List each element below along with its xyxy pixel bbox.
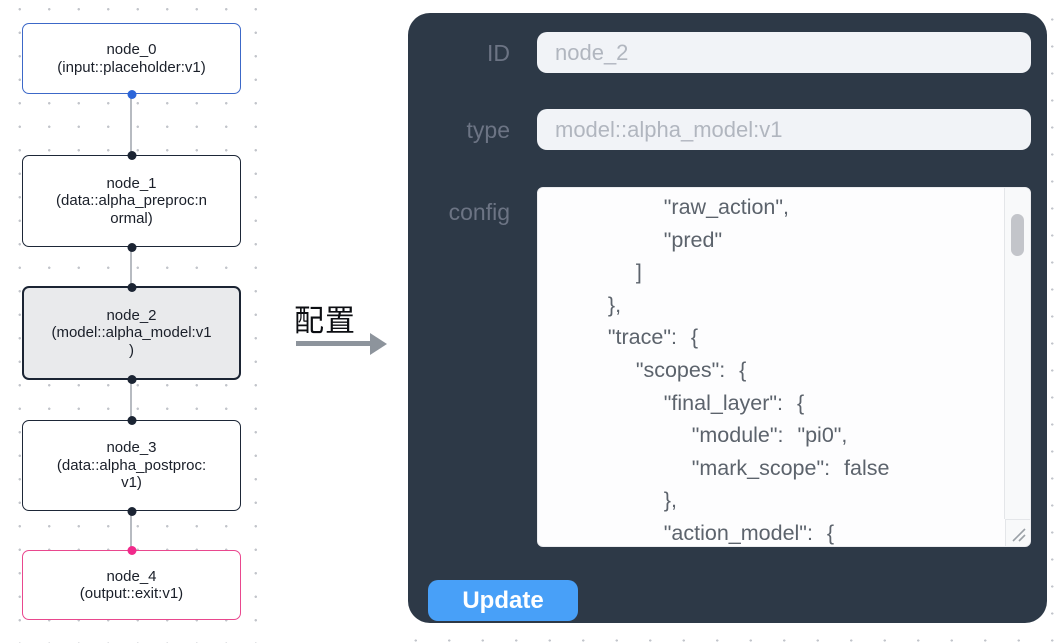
source-handle[interactable] bbox=[127, 89, 136, 99]
node-label: node_0(input::placeholder:v1) bbox=[57, 41, 206, 76]
update-button[interactable]: Update bbox=[428, 580, 578, 621]
target-handle[interactable] bbox=[127, 545, 136, 555]
flow-edge[interactable] bbox=[130, 95, 132, 155]
flow-node-node_4[interactable]: node_4(output::exit:v1) bbox=[22, 545, 241, 620]
flow-node-node_0[interactable]: node_0(input::placeholder:v1) bbox=[22, 23, 241, 99]
flow-node-node_2[interactable]: node_2(model::alpha_model:v1) bbox=[22, 282, 241, 384]
config-json-text: "raw_action", "pred" ] }, "trace": { "sc… bbox=[607, 195, 890, 545]
arrow-right-icon bbox=[296, 341, 370, 346]
source-handle[interactable] bbox=[127, 506, 136, 516]
transfer-label: 配置 bbox=[294, 305, 356, 338]
flow-node-node_3[interactable]: node_3(data::alpha_postproc:v1) bbox=[22, 415, 241, 516]
source-handle[interactable] bbox=[127, 242, 136, 252]
target-handle[interactable] bbox=[127, 415, 136, 425]
id-input[interactable] bbox=[537, 32, 1031, 73]
arrow-right-icon bbox=[370, 332, 387, 355]
resize-corner[interactable] bbox=[1005, 519, 1030, 546]
id-field-label: ID bbox=[487, 40, 510, 66]
node-label: node_4(output::exit:v1) bbox=[79, 567, 184, 603]
config-panel: ID type config "raw_action", "pred" ] },… bbox=[408, 13, 1047, 623]
node-label: node_2(model::alpha_model:v1) bbox=[51, 306, 212, 359]
node-label: node_3(data::alpha_postproc:v1) bbox=[56, 439, 207, 492]
scrollbar-thumb[interactable] bbox=[1011, 214, 1024, 256]
type-input[interactable] bbox=[537, 109, 1031, 150]
flow-canvas[interactable]: node_0(input::placeholder:v1)node_1(data… bbox=[0, 0, 272, 643]
config-textarea[interactable]: "raw_action", "pred" ] }, "trace": { "sc… bbox=[537, 187, 1031, 547]
type-field-label: type bbox=[466, 117, 510, 143]
source-handle[interactable] bbox=[127, 374, 136, 384]
flow-edge[interactable] bbox=[130, 511, 132, 550]
resize-handle-icon[interactable] bbox=[1009, 525, 1027, 543]
target-handle[interactable] bbox=[127, 150, 136, 160]
scrollbar-track[interactable] bbox=[1004, 188, 1030, 519]
config-field-label: config bbox=[448, 199, 510, 225]
flow-edge[interactable] bbox=[130, 247, 132, 286]
flow-edge[interactable] bbox=[130, 380, 132, 420]
target-handle[interactable] bbox=[127, 282, 136, 292]
